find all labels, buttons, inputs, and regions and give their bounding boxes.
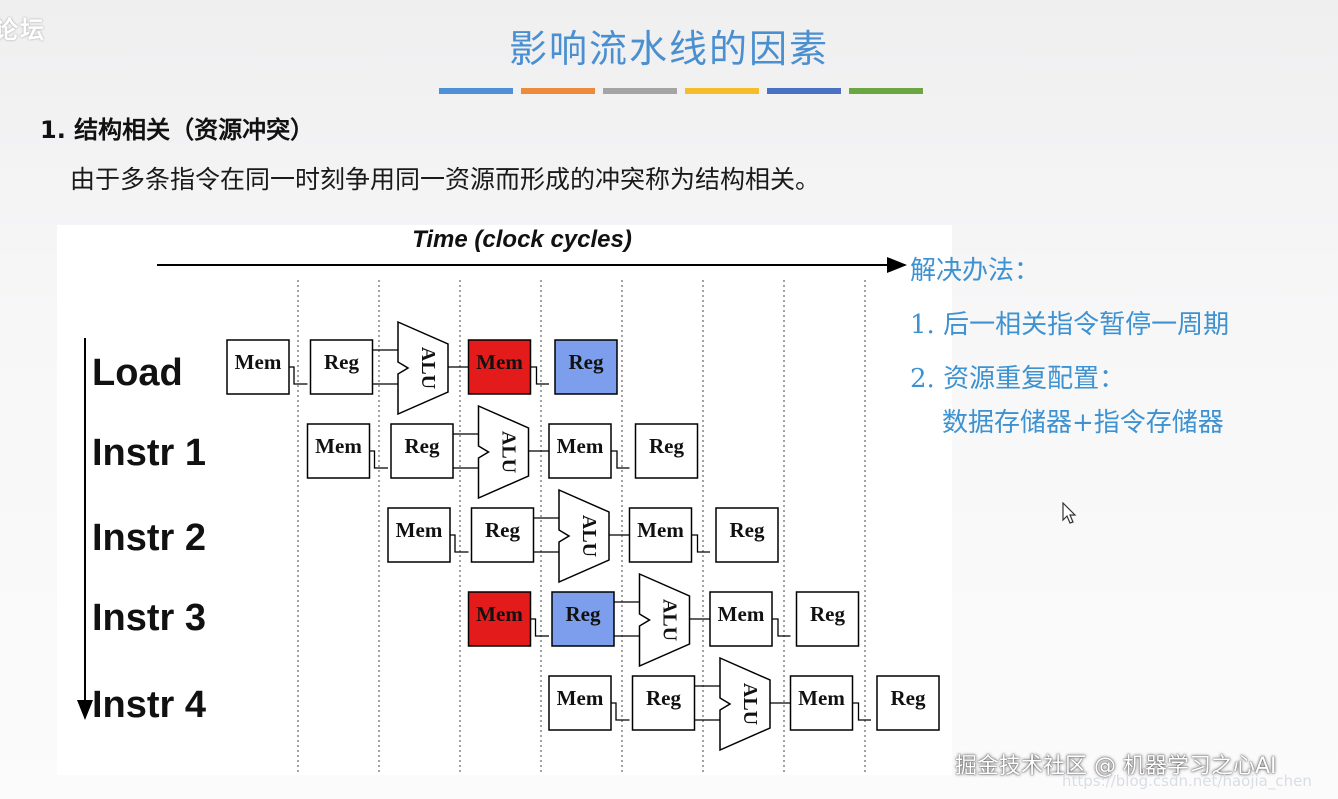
reg-stage-box-label: Reg xyxy=(649,434,684,458)
mem-stage-box-label: Mem xyxy=(798,686,845,710)
stage-connector xyxy=(852,702,871,721)
alu-stage-label: ALU xyxy=(739,683,761,725)
reg-stage-box xyxy=(634,423,699,479)
stage-connector xyxy=(611,702,630,721)
solution-item-1: 1. 后一相关指令暂停一周期 xyxy=(910,310,1230,340)
reg-stage-box-label: Reg xyxy=(891,686,926,710)
reg-stage-box-label: Reg xyxy=(646,686,681,710)
color-bar-segment xyxy=(439,88,513,94)
reg-stage-box xyxy=(876,675,940,731)
alu-stage-label: ALU xyxy=(659,599,681,641)
time-axis-label: Time (clock cycles) xyxy=(412,226,632,253)
mem-stage-box-label: Mem xyxy=(557,686,604,710)
reg-stage-box xyxy=(554,339,618,395)
mem-stage-box-label: Mem xyxy=(235,350,282,374)
mem-stage-box xyxy=(548,675,612,731)
mem-stage-box-label: Mem xyxy=(557,434,604,458)
alu-stage-label: ALU xyxy=(578,515,600,557)
mem-stage-box xyxy=(467,591,532,647)
stage-connector xyxy=(450,534,469,553)
mem-stage-box xyxy=(628,507,693,563)
mem-stage-box xyxy=(709,591,773,647)
reg-stage-box-label: Reg xyxy=(405,434,440,458)
stage-connector xyxy=(691,534,710,553)
stage-connector xyxy=(289,366,308,385)
mem-stage-box-label: Mem xyxy=(637,518,684,542)
mem-stage-box-label: Mem xyxy=(718,602,765,626)
reg-stage-box-label: Reg xyxy=(730,518,765,542)
instruction-label: Instr 2 xyxy=(92,517,206,559)
logo: 论坛 xyxy=(0,16,46,44)
pipeline-row: Mem Reg ALU Mem Reg xyxy=(387,488,779,584)
stage-connector xyxy=(530,366,549,385)
pipeline-row: Mem Reg ALU Mem Reg xyxy=(226,320,618,416)
color-bar-segment xyxy=(685,88,759,94)
mem-stage-box xyxy=(789,675,854,731)
page-title: 影响流水线的因素 xyxy=(508,27,829,71)
mem-stage-box xyxy=(387,507,451,563)
reg-stage-box xyxy=(470,507,535,563)
section-heading: 1. 结构相关（资源冲突） xyxy=(40,116,315,144)
alu-stage-shape xyxy=(397,320,449,416)
mem-stage-box-label: Mem xyxy=(476,350,523,374)
stage-connector xyxy=(772,618,791,637)
pipeline-row: Mem Reg ALU Mem Reg xyxy=(306,404,699,500)
instruction-label: Load xyxy=(92,352,183,394)
stage-connector xyxy=(611,450,630,469)
reg-stage-box xyxy=(631,675,696,731)
instruction-label: Instr 1 xyxy=(92,432,206,474)
reg-stage-box xyxy=(309,339,374,395)
mem-stage-box xyxy=(548,423,612,479)
reg-stage-box-label: Reg xyxy=(566,602,601,626)
mouse-cursor-icon xyxy=(1062,502,1077,524)
reg-stage-box xyxy=(715,507,779,563)
alu-stage-label: ALU xyxy=(417,347,439,389)
mem-stage-box-label: Mem xyxy=(315,434,362,458)
color-bar-segment xyxy=(767,88,841,94)
instruction-label: Instr 4 xyxy=(92,684,206,726)
alu-stage-shape xyxy=(558,488,610,584)
solution-item-3: 数据存储器+指令存储器 xyxy=(942,408,1224,438)
url-watermark: https://blog.csdn.net/haojia_chen xyxy=(1062,772,1312,790)
stage-connector xyxy=(530,618,549,637)
mem-stage-box xyxy=(226,339,290,395)
reg-stage-box xyxy=(795,591,860,647)
pipeline-row: Mem Reg ALU Mem Reg xyxy=(467,572,860,668)
alu-stage-shape xyxy=(477,404,530,500)
mem-stage-box-label: Mem xyxy=(476,602,523,626)
color-bar-segment xyxy=(849,88,923,94)
mem-stage-box-label: Mem xyxy=(396,518,443,542)
reg-stage-box xyxy=(551,591,615,647)
pipeline-row: Mem Reg ALU Mem Reg xyxy=(548,656,940,752)
stage-connector xyxy=(369,450,388,469)
solution-title: 解决办法： xyxy=(910,256,1041,286)
solution-item-2: 2. 资源重复配置： xyxy=(910,364,1126,394)
reg-stage-box xyxy=(390,423,454,479)
title-color-bar xyxy=(439,88,931,96)
color-bar-segment xyxy=(603,88,677,94)
reg-stage-box-label: Reg xyxy=(485,518,520,542)
mem-stage-box xyxy=(467,339,532,395)
reg-stage-box-label: Reg xyxy=(569,350,604,374)
alu-stage-shape xyxy=(638,572,691,668)
section-description: 由于多条指令在同一时刻争用同一资源而形成的冲突称为结构相关。 xyxy=(70,165,821,194)
color-bar-segment xyxy=(521,88,595,94)
alu-stage-label: ALU xyxy=(498,431,520,473)
watermark: 掘金技术社区 @ 机器学习之心AI xyxy=(955,754,1277,779)
alu-stage-shape xyxy=(719,656,771,752)
reg-stage-box-label: Reg xyxy=(810,602,845,626)
reg-stage-box-label: Reg xyxy=(324,350,359,374)
instruction-label: Instr 3 xyxy=(92,597,206,639)
